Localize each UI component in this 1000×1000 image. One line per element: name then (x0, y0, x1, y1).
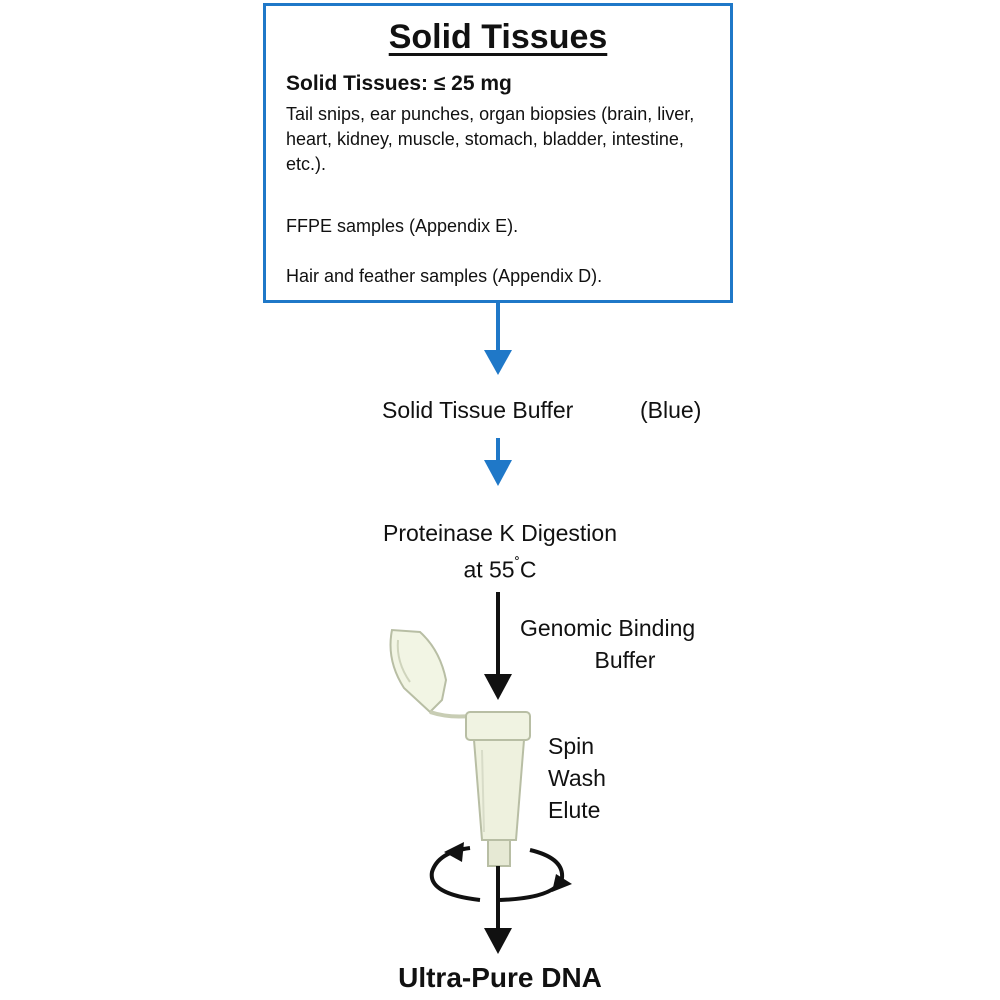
box-subtitle: Solid Tissues: ≤ 25 mg (286, 72, 512, 95)
proteinase-k-label: Proteinase K Digestion (383, 520, 617, 546)
spin-column-icon (389, 628, 531, 867)
hair-feather-text: Hair and feather samples (Appendix D). (286, 266, 603, 286)
down-arrow-icon (484, 303, 512, 375)
digestion-temperature-label: at 55˚C (463, 556, 537, 583)
down-arrow-icon (484, 592, 512, 700)
binding-buffer-label: Buffer (594, 647, 656, 673)
down-arrow-icon (484, 438, 512, 486)
elute-label: Elute (548, 797, 601, 823)
ffpe-text: FFPE samples (Appendix E). (286, 216, 519, 236)
down-arrow-icon (484, 866, 512, 954)
wash-label: Wash (548, 765, 606, 791)
spin-label: Spin (548, 733, 595, 759)
buffer-color-label: (Blue) (640, 397, 702, 423)
genomic-binding-label: Genomic Binding (520, 615, 696, 641)
rotation-arrows-icon (429, 842, 572, 902)
result-label: Ultra-Pure DNA (398, 962, 602, 993)
box-title: Solid Tissues (388, 18, 608, 56)
sample-types-box: Solid Tissues Solid Tissues: ≤ 25 mg Tai… (263, 3, 733, 303)
tissue-examples-text: Tail snips, ear punches, organ biopsies … (286, 104, 695, 174)
solid-tissue-buffer-label: Solid Tissue Buffer (382, 397, 574, 423)
